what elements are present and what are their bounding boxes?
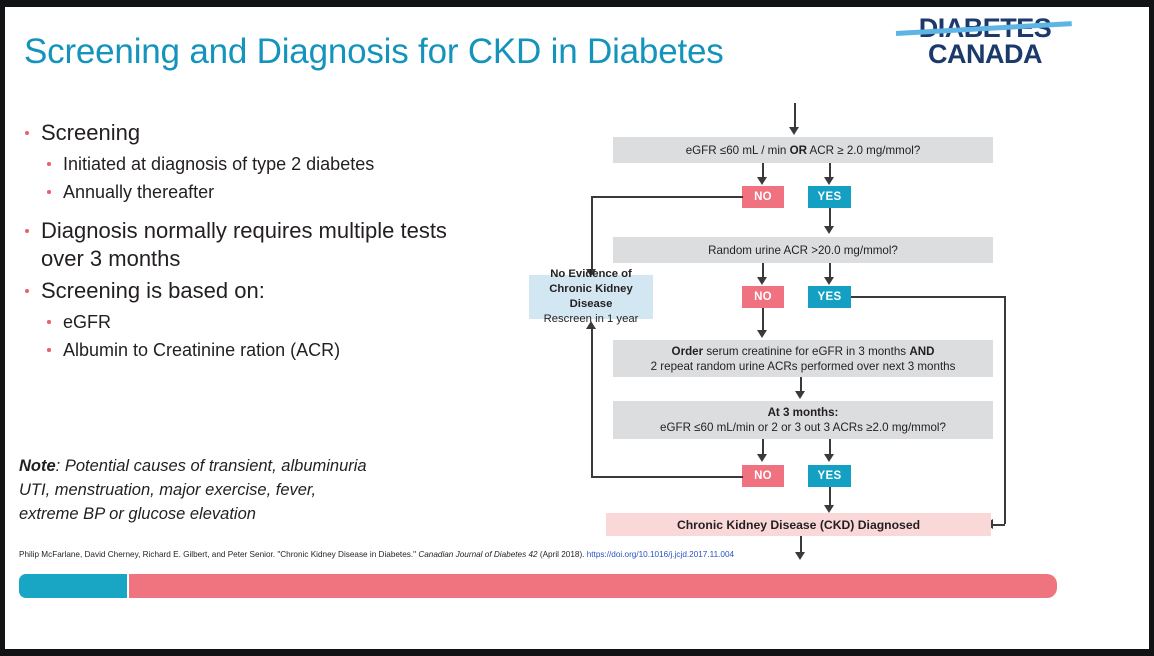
flow-badge-yes-3: YES	[808, 465, 851, 487]
citation-authors: Philip McFarlane, David Cherney, Richard…	[19, 550, 419, 559]
bullet-screening: Screening	[19, 119, 449, 147]
flow-box-question-2-text: Random urine ACR >20.0 mg/mmol?	[708, 243, 898, 257]
q1-part-1: eGFR ≤60 mL / min	[685, 143, 790, 157]
diabetes-canada-logo: DIABETES CANADA	[895, 15, 1075, 71]
bullet-screening-based-on: Screening is based on:	[19, 277, 449, 305]
ckd-screening-flowchart: eGFR ≤60 mL / min OR ACR ≥ 2.0 mg/mmol? …	[5, 7, 1149, 649]
arrow-q2-no-icon	[757, 277, 767, 285]
citation-date: (April 2018).	[537, 550, 587, 559]
no-evidence-line-2: Chronic Kidney Disease	[549, 283, 633, 310]
flow-badge-yes-1: YES	[808, 186, 851, 208]
order-bold-and: AND	[909, 344, 935, 358]
flow-box-order-tests: Order serum creatinine for eGFR in 3 mon…	[613, 340, 993, 377]
citation-doi-link[interactable]: https://doi.org/10.1016/j.jcjd.2017.11.0…	[586, 550, 735, 559]
arrow-q1-no-icon	[757, 177, 767, 185]
flow-box-question-1-text: eGFR ≤60 mL / min OR ACR ≥ 2.0 mg/mmol?	[686, 143, 921, 158]
connector-q3-no	[762, 439, 764, 455]
bottom-bar-segment-right	[129, 574, 1057, 598]
connector-yes1-down	[829, 208, 831, 228]
arrow-order-down-icon	[795, 391, 805, 399]
connector-no3-left	[591, 476, 743, 478]
flow-badge-yes-2: YES	[808, 286, 851, 308]
arrow-q3-yes-icon	[824, 454, 834, 462]
connector-yes2-into-diagnosed	[991, 524, 1005, 526]
q1-part-bold: OR	[789, 143, 807, 157]
arrow-entry-icon	[789, 127, 799, 135]
connector-order-down	[800, 377, 802, 393]
order-text-rest: serum creatinine for eGFR in 3 months	[703, 344, 910, 358]
flow-box-ckd-diagnosed: Chronic Kidney Disease (CKD) Diagnosed	[606, 513, 991, 536]
connector-q2-no	[762, 263, 764, 279]
flow-badge-no-3: NO	[742, 465, 784, 487]
flow-box-question-2: Random urine ACR >20.0 mg/mmol?	[613, 237, 993, 263]
arrow-yes3-down-icon	[824, 505, 834, 513]
order-line-1: Order serum creatinine for eGFR in 3 mon…	[672, 344, 935, 359]
flow-box-no-evidence: No Evidence of Chronic Kidney Disease Re…	[529, 268, 653, 325]
bullet-egfr: eGFR	[19, 309, 449, 335]
arrow-no2-down-icon	[757, 330, 767, 338]
bullet-diagnosis-multiple-tests: Diagnosis normally requires multiple tes…	[19, 217, 449, 273]
connector-no1-left	[591, 196, 743, 198]
bullet-annually-thereafter: Annually thereafter	[19, 179, 449, 205]
arrow-exit-icon	[795, 552, 805, 560]
connector-no2-down	[762, 308, 764, 332]
connector-q2-yes	[829, 263, 831, 279]
arrow-q3-no-icon	[757, 454, 767, 462]
arrow-q2-yes-icon	[824, 277, 834, 285]
arrow-to-no-evidence-icon	[586, 269, 596, 277]
slide-canvas: Screening and Diagnosis for CKD in Diabe…	[5, 7, 1149, 649]
logo-word-canada: CANADA	[928, 39, 1043, 69]
page-title: Screening and Diagnosis for CKD in Diabe…	[24, 32, 724, 71]
bullet-acr: Albumin to Creatinine ration (ACR)	[19, 337, 449, 363]
bullet-list: Screening Initiated at diagnosis of type…	[19, 119, 449, 365]
connector-yes2-down	[1004, 296, 1006, 524]
connector-q3-yes	[829, 439, 831, 455]
flow-badge-no-1: NO	[742, 186, 784, 208]
arrow-back-to-no-evidence-icon	[586, 321, 596, 329]
note-line-1: : Potential causes of transient, albumin…	[55, 457, 367, 475]
bullet-initiated-at-diagnosis: Initiated at diagnosis of type 2 diabete…	[19, 151, 449, 177]
note-line-2: UTI, menstruation, major exercise, fever…	[19, 481, 317, 499]
citation: Philip McFarlane, David Cherney, Richard…	[19, 549, 734, 560]
arrow-yes1-down-icon	[824, 226, 834, 234]
arrow-q1-yes-icon	[824, 177, 834, 185]
bottom-bar-segment-left	[19, 574, 127, 598]
connector-exit	[800, 536, 802, 554]
connector-yes3-down	[829, 487, 831, 507]
citation-journal: Canadian Journal of Diabetes 42	[418, 550, 538, 559]
no-evidence-line-1: No Evidence of	[550, 268, 632, 280]
connector-q1-yes	[829, 163, 831, 179]
order-bold-order: Order	[671, 344, 704, 358]
connector-entry	[794, 103, 796, 129]
q3-title: At 3 months:	[767, 406, 839, 419]
flow-box-question-3: At 3 months: eGFR ≤60 mL/min or 2 or 3 o…	[613, 401, 993, 439]
flow-box-question-1: eGFR ≤60 mL / min OR ACR ≥ 2.0 mg/mmol?	[613, 137, 993, 163]
order-line-2: 2 repeat random urine ACRs performed ove…	[650, 359, 956, 373]
no-evidence-line-3: Rescreen in 1 year	[543, 313, 639, 325]
connector-q1-no	[762, 163, 764, 179]
note-line-3: extreme BP or glucose elevation	[19, 505, 256, 523]
connector-rail-down	[591, 196, 593, 272]
connector-no3-up	[591, 329, 593, 477]
q1-part-2: ACR ≥ 2.0 mg/mmol?	[806, 143, 921, 157]
ckd-diagnosed-text: Chronic Kidney Disease (CKD) Diagnosed	[676, 517, 921, 532]
flow-badge-no-2: NO	[742, 286, 784, 308]
note-label: Note	[19, 457, 56, 475]
q3-body: eGFR ≤60 mL/min or 2 or 3 out 3 ACRs ≥2.…	[660, 421, 946, 434]
connector-yes2-right	[851, 296, 1005, 298]
note-block: Note: Potential causes of transient, alb…	[19, 454, 429, 526]
